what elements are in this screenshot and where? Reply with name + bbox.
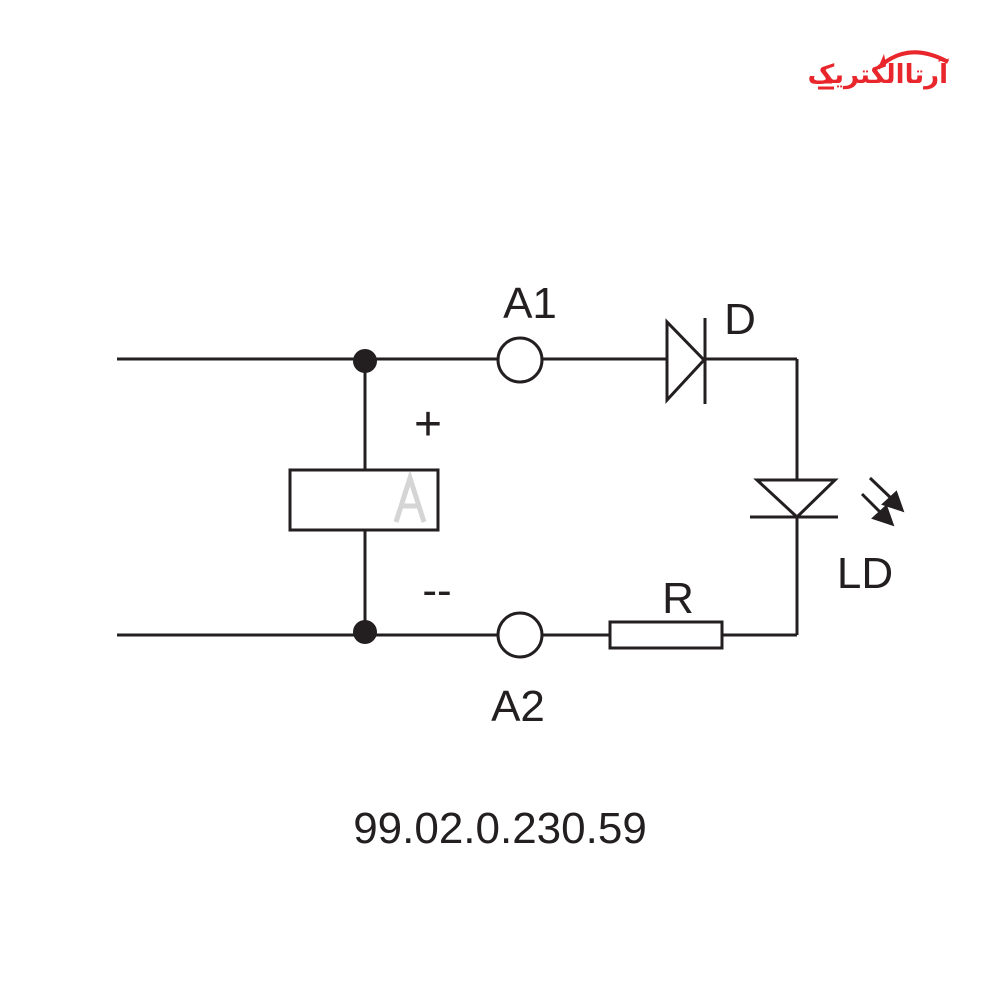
junction-dot-bottom (353, 620, 377, 644)
resistor-label: R (662, 574, 694, 623)
minus-label: -- (422, 566, 451, 615)
watermark-icon (393, 469, 427, 523)
junction-dot-top (353, 349, 377, 373)
logo-arc-icon (812, 50, 949, 90)
terminal-a1-icon (496, 336, 544, 384)
plus-label: + (414, 398, 442, 451)
part-number: 99.02.0.230.59 (353, 804, 647, 853)
resistor-icon (608, 620, 724, 650)
light-emission-arrows-icon (860, 476, 905, 527)
relay-coil (288, 468, 440, 532)
brand-logo: آرتاالکتریک (808, 40, 958, 100)
logo-text: آرتاالکتریک (807, 60, 949, 90)
terminal-a1-label: A1 (503, 279, 557, 328)
led-icon (750, 478, 839, 520)
terminal-a2-label: A2 (491, 682, 545, 731)
diode-icon (665, 318, 707, 404)
terminal-a2-icon (496, 611, 544, 659)
led-label: LD (837, 549, 893, 598)
diode-label: D (724, 295, 756, 344)
